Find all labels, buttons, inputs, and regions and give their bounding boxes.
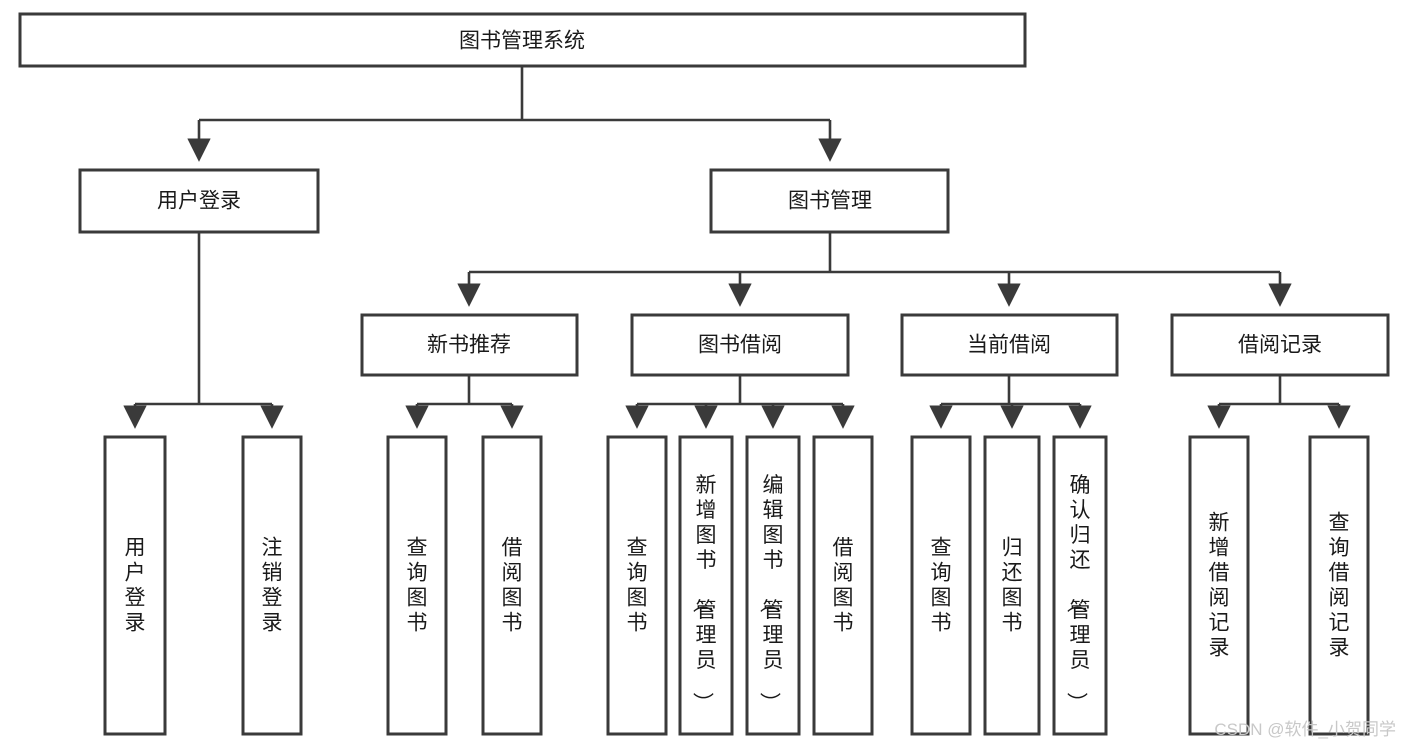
node-book-manage[interactable]: 图书管理 [709,168,950,234]
node-user-login-label: 用户登录 [157,190,241,213]
node-leaf-add-book[interactable]: 新增图书（管理员） [678,435,734,736]
node-leaf-query-book-3-label: 查询图书 [931,537,952,635]
node-leaf-query-record[interactable]: 查询借阅记录 [1308,435,1370,736]
node-new-book-rec-box[interactable] [360,313,579,377]
node-current-borrow[interactable]: 当前借阅 [900,313,1119,377]
node-leaf-add-record-box[interactable] [1188,435,1250,736]
node-new-book-rec[interactable]: 新书推荐 [360,313,579,377]
node-user-login[interactable]: 用户登录 [78,168,320,234]
node-leaf-add-book-label: 新增图书（管理员） [691,474,717,713]
node-current-borrow-label: 当前借阅 [967,334,1051,357]
node-leaf-user-logout[interactable]: 注销登录 [241,435,303,736]
node-leaf-user-login-box[interactable] [103,435,167,736]
node-leaf-return-book[interactable]: 归还图书 [983,435,1041,736]
node-leaf-add-book-box[interactable] [678,435,734,736]
node-borrow-record[interactable]: 借阅记录 [1170,313,1390,377]
node-book-manage-label: 图书管理 [788,190,872,213]
node-leaf-confirm-return-label: 确认归还（管理员） [1065,474,1091,713]
node-leaf-query-book-2[interactable]: 查询图书 [606,435,668,736]
node-leaf-borrow-book-2-box[interactable] [812,435,874,736]
node-leaf-query-record-label: 查询借阅记录 [1329,512,1350,660]
node-leaf-return-book-box[interactable] [983,435,1041,736]
node-root[interactable]: 图书管理系统 [18,12,1027,68]
node-leaf-query-book-1[interactable]: 查询图书 [386,435,448,736]
node-leaf-borrow-book-2[interactable]: 借阅图书 [812,435,874,736]
node-borrow-record-box[interactable] [1170,313,1390,377]
node-leaf-borrow-book-1-box[interactable] [481,435,543,736]
node-book-borrow-label: 图书借阅 [698,334,782,357]
node-leaf-user-login[interactable]: 用户登录 [103,435,167,736]
node-borrow-record-label: 借阅记录 [1238,334,1322,357]
node-root-label: 图书管理系统 [459,30,585,53]
node-leaf-query-record-box[interactable] [1308,435,1370,736]
node-leaf-edit-book-box[interactable] [745,435,801,736]
node-leaf-borrow-book-1[interactable]: 借阅图书 [481,435,543,736]
node-layer: 图书管理系统 用户登录 图书管理 新书推荐 图书借阅 当前借阅 借阅记录 [18,12,1390,736]
node-leaf-query-book-2-box[interactable] [606,435,668,736]
node-leaf-edit-book[interactable]: 编辑图书（管理员） [745,435,801,736]
node-leaf-edit-book-label: 编辑图书（管理员） [758,474,784,713]
node-new-book-rec-label: 新书推荐 [427,334,511,357]
node-book-manage-box[interactable] [709,168,950,234]
node-leaf-add-record-label: 新增借阅记录 [1209,512,1230,660]
node-leaf-add-record[interactable]: 新增借阅记录 [1188,435,1250,736]
node-leaf-user-login-label: 用户登录 [125,537,146,635]
node-book-borrow[interactable]: 图书借阅 [630,313,850,377]
node-leaf-query-book-2-label: 查询图书 [627,537,648,635]
node-current-borrow-box[interactable] [900,313,1119,377]
node-user-login-box[interactable] [78,168,320,234]
node-root-box[interactable] [18,12,1027,68]
node-leaf-return-book-label: 归还图书 [1002,537,1023,635]
edge-layer [123,66,1351,429]
node-leaf-query-book-3-box[interactable] [910,435,972,736]
node-book-borrow-box[interactable] [630,313,850,377]
node-leaf-confirm-return[interactable]: 确认归还（管理员） [1052,435,1108,736]
node-leaf-user-logout-box[interactable] [241,435,303,736]
node-leaf-borrow-book-1-label: 借阅图书 [502,537,523,635]
node-leaf-query-book-3[interactable]: 查询图书 [910,435,972,736]
node-leaf-query-book-1-box[interactable] [386,435,448,736]
node-leaf-borrow-book-2-label: 借阅图书 [833,537,854,635]
node-leaf-confirm-return-box[interactable] [1052,435,1108,736]
node-leaf-query-book-1-label: 查询图书 [407,537,428,635]
csdn-watermark: CSDN @软件_小贺同学 [1214,720,1396,739]
node-leaf-user-logout-label: 注销登录 [262,537,283,635]
